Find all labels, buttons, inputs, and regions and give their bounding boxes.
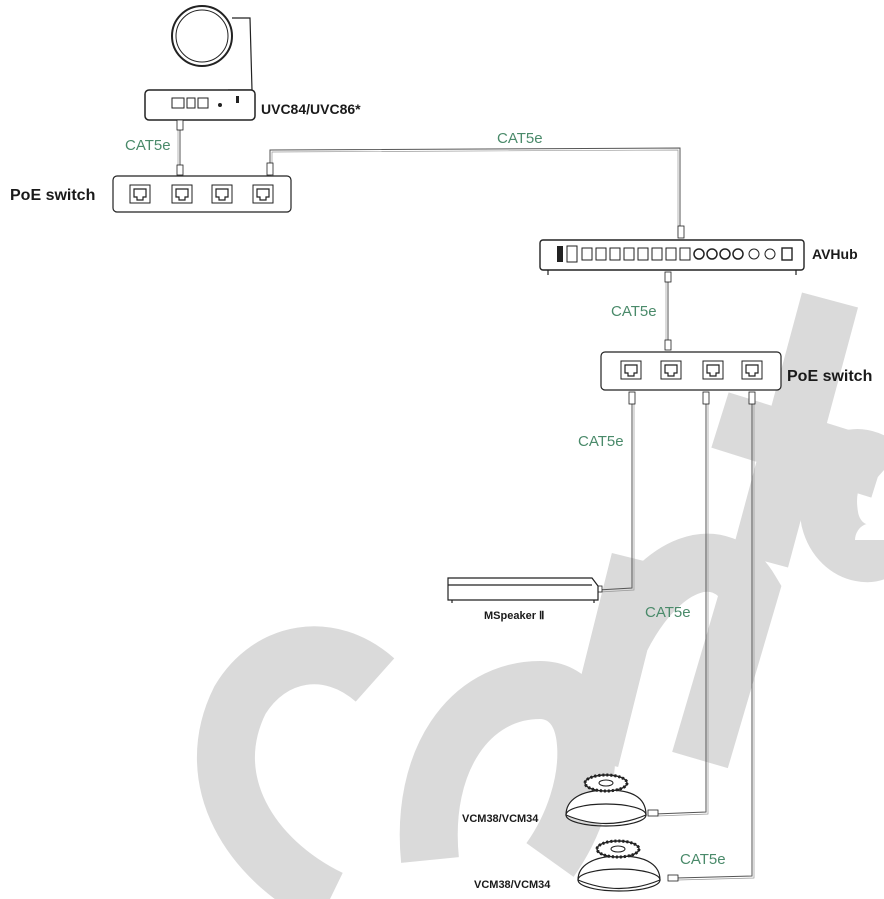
- switch-port: [660, 360, 682, 380]
- cable-label: CAT5e: [645, 604, 691, 621]
- cable-label: CAT5e: [680, 851, 726, 868]
- poe-switch-left: PoE switch: [10, 175, 292, 213]
- vcm-device-1: VCM38/VCM34: [462, 773, 647, 827]
- watermark-letter-a: [799, 429, 884, 582]
- camera-lens: [171, 5, 233, 67]
- camera-base: [144, 89, 256, 121]
- cable-camera-switch: CAT5e: [125, 119, 184, 176]
- cable-avhub-switch: CAT5e: [611, 271, 672, 351]
- camera-label: UVC84/UVC86*: [261, 101, 361, 117]
- switch-port: [741, 360, 763, 380]
- mspeaker-device: MSpeaker Ⅱ: [447, 577, 599, 622]
- switch-port: [252, 184, 274, 204]
- cable-label: CAT5e: [125, 137, 171, 154]
- switch-port: [171, 184, 193, 204]
- watermark: [196, 292, 884, 899]
- cable-label: CAT5e: [611, 303, 657, 320]
- switch-port: [702, 360, 724, 380]
- cable-label: CAT5e: [497, 130, 543, 147]
- avhub-device: AVHub: [539, 239, 858, 275]
- mspeaker-label: MSpeaker Ⅱ: [484, 610, 544, 622]
- vcm-1-label: VCM38/VCM34: [462, 813, 539, 825]
- poe-switch-left-label: PoE switch: [10, 187, 95, 204]
- poe-switch-right: PoE switch: [600, 351, 872, 391]
- cable-switch-avhub: CAT5e: [266, 130, 685, 239]
- avhub-label: AVHub: [812, 246, 858, 262]
- watermark-letter-n: [561, 533, 782, 769]
- camera-device: UVC84/UVC86*: [144, 5, 361, 121]
- vcm-device-2: VCM38/VCM34: [474, 839, 661, 892]
- cable-switch-vcm1: CAT5e: [645, 391, 710, 817]
- switch-port: [620, 360, 642, 380]
- cable-switch-vcm2: CAT5e: [667, 391, 756, 882]
- watermark-letter-c: [196, 626, 395, 899]
- poe-switch-right-label: PoE switch: [787, 368, 872, 385]
- switch-port: [129, 184, 151, 204]
- switch-port: [211, 184, 233, 204]
- cable-label: CAT5e: [578, 433, 624, 450]
- vcm-2-label: VCM38/VCM34: [474, 879, 551, 891]
- watermark-letter-o: [399, 660, 616, 877]
